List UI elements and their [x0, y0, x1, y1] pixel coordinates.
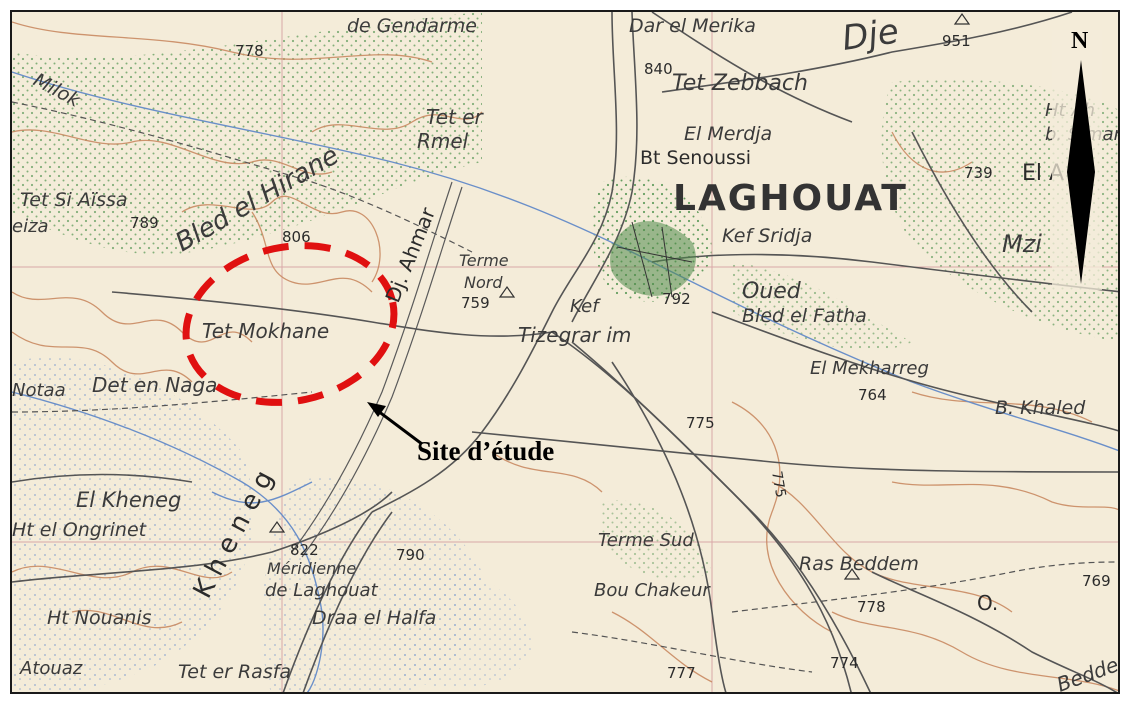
place-label: Det en Naga: [92, 373, 217, 397]
place-label: Mzi: [1002, 230, 1042, 258]
place-label: Tet Si Aïssa: [20, 189, 128, 211]
place-label: Rmel: [417, 129, 469, 153]
place-label: 778: [235, 42, 264, 60]
place-label: B. Khaled: [995, 397, 1086, 419]
vegetation-areas: [12, 12, 1118, 580]
place-label: Méridienne: [267, 559, 356, 578]
laghouat-town: [610, 221, 696, 298]
place-label: 774: [830, 654, 859, 672]
place-label: 769: [1082, 572, 1111, 590]
place-label: 775: [686, 414, 715, 432]
place-label: Ht Nouanis: [47, 607, 152, 629]
place-label: Dar el Merika: [629, 15, 756, 37]
place-label: 775: [768, 470, 788, 499]
place-label: Nord: [464, 273, 503, 292]
place-label: de Laghouat: [265, 580, 379, 601]
place-label: Notaa: [12, 380, 66, 401]
place-label: 840: [644, 60, 673, 78]
place-label: Tet er Rasfa: [178, 661, 291, 683]
place-label: Dje: [840, 12, 902, 59]
place-label: Bled el Fatha: [742, 305, 867, 327]
study-area-circle: [182, 242, 398, 406]
place-label: 822: [290, 541, 319, 559]
survey-points: [268, 12, 971, 580]
place-label: 777: [667, 664, 696, 682]
place-label: 792: [662, 290, 691, 308]
place-label: Ras Beddem: [799, 553, 919, 575]
place-label: Ht el Ongrinet: [12, 519, 148, 541]
place-label: Terme: [459, 251, 509, 270]
tracks: [12, 101, 1118, 673]
roads: [12, 12, 1118, 692]
place-label: Oued: [742, 279, 802, 304]
ridge-hatching: [291, 181, 463, 558]
place-label: Tet Mokhane: [202, 319, 329, 343]
place-label: LAGHOUAT: [673, 178, 908, 219]
place-label: Tet er: [426, 105, 485, 129]
dune-areas: [12, 357, 532, 692]
north-arrow: [1052, 30, 1102, 290]
grid-lines: [12, 12, 1118, 692]
place-label: 806: [282, 228, 311, 246]
place-label: Kef Sridja: [722, 225, 812, 247]
place-label: de Gendarme: [347, 15, 477, 37]
place-label: O.: [977, 591, 998, 615]
place-label: 739: [964, 164, 993, 182]
place-label: 951: [942, 32, 971, 50]
place-label: Draa el Halfa: [312, 607, 436, 629]
place-label: 778: [857, 598, 886, 616]
place-label: 789: [130, 214, 159, 232]
place-label: Bou Chakeur: [594, 580, 711, 601]
place-label: El Merdja: [684, 123, 772, 145]
place-label: El Mekharreg: [810, 358, 929, 379]
north-label: N: [1071, 28, 1089, 54]
site-label: Site d’étude: [417, 436, 554, 466]
place-label: 764: [858, 386, 887, 404]
place-label: Atouaz: [19, 658, 83, 679]
place-label: 759: [461, 294, 490, 312]
place-label: 790: [396, 546, 425, 564]
place-label: El Kheneg: [76, 488, 181, 512]
site-arrow: [367, 402, 423, 446]
place-label: eiza: [12, 216, 49, 237]
place-label: Bt Senoussi: [640, 147, 751, 169]
place-label: Terme Sud: [598, 530, 694, 551]
place-label: Tizegrar im: [518, 323, 631, 347]
place-label: Kef: [570, 296, 601, 317]
place-label: Tet Zebbach: [672, 71, 808, 96]
north-arrow-icon: [1067, 60, 1095, 284]
